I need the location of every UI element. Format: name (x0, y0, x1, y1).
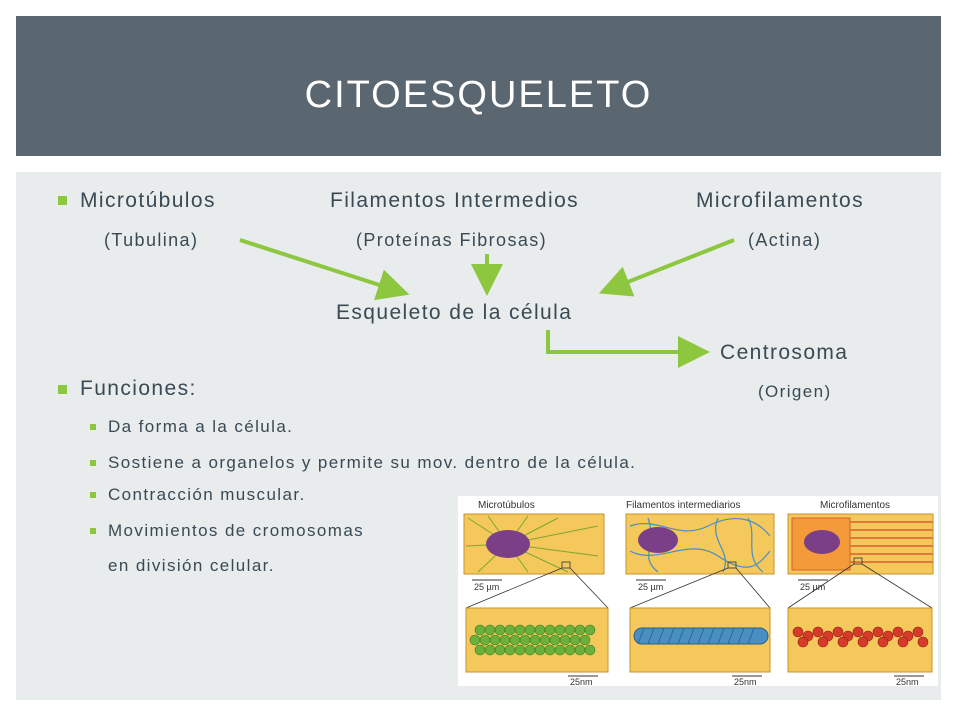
protein-actina: (Actina) (748, 230, 822, 250)
slide-title: CITOESQUELETO (304, 73, 653, 116)
protein-tubulina: (Tubulina) (104, 230, 199, 250)
funcion-item: Sostiene a organelos y permite su mov. d… (108, 453, 637, 472)
protein-proteinas-fibrosas: (Proteínas Fibrosas) (356, 230, 548, 250)
sub-bullet (90, 460, 96, 466)
illus-label-microfilamentos: Microfilamentos (820, 500, 890, 511)
scale-top: 25 µm (474, 582, 499, 592)
arrow-microfilamentos (598, 238, 735, 297)
cell-microfilamentos (787, 513, 934, 575)
illus-label-microtubulos: Microtúbulos (478, 500, 535, 511)
funcion-item: Movimientos de cromosomas (108, 521, 365, 540)
centrosoma-label: Centrosoma (720, 341, 849, 364)
scale-top: 25 µm (800, 582, 825, 592)
scale-bottom: 25nm (570, 677, 593, 686)
esqueleto-label: Esqueleto de la célula (336, 301, 573, 324)
arrow-microtubulos (239, 238, 410, 301)
funcion-item: Contracción muscular. (108, 485, 306, 504)
arrow-centrosoma (546, 330, 710, 368)
intermediate-filament-detail (633, 627, 769, 645)
component-microfilamentos: Microfilamentos (696, 189, 865, 212)
microfilament-detail (792, 626, 929, 648)
bullet-square (58, 385, 67, 394)
funcion-item-continuation: en división celular. (108, 556, 275, 575)
funciones-heading: Funciones: (80, 377, 197, 400)
illus-label-filamentos: Filamentos intermediarios (626, 500, 741, 511)
bullet-square (58, 196, 67, 205)
centrosoma-origen: (Origen) (758, 382, 832, 401)
cell-filamentos (625, 513, 775, 575)
sub-bullet (90, 492, 96, 498)
cell-microtubulos (463, 513, 605, 575)
scale-top: 25 µm (638, 582, 663, 592)
sub-bullet (90, 424, 96, 430)
cytoskeleton-illustration: Microtúbulos Filamentos intermediarios M… (458, 496, 938, 687)
component-filamentos-intermedios: Filamentos Intermedios (330, 189, 580, 212)
component-microtubulos: Microtúbulos (80, 189, 216, 212)
sub-bullet (90, 528, 96, 534)
microtubule-detail (469, 624, 596, 656)
funcion-item: Da forma a la célula. (108, 417, 294, 436)
title-bar: CITOESQUELETO (16, 16, 941, 156)
fibers-illustration: Microtúbulos Filamentos intermediarios M… (463, 500, 934, 687)
scale-bottom: 25nm (734, 677, 757, 686)
scale-bottom: 25nm (896, 677, 919, 686)
